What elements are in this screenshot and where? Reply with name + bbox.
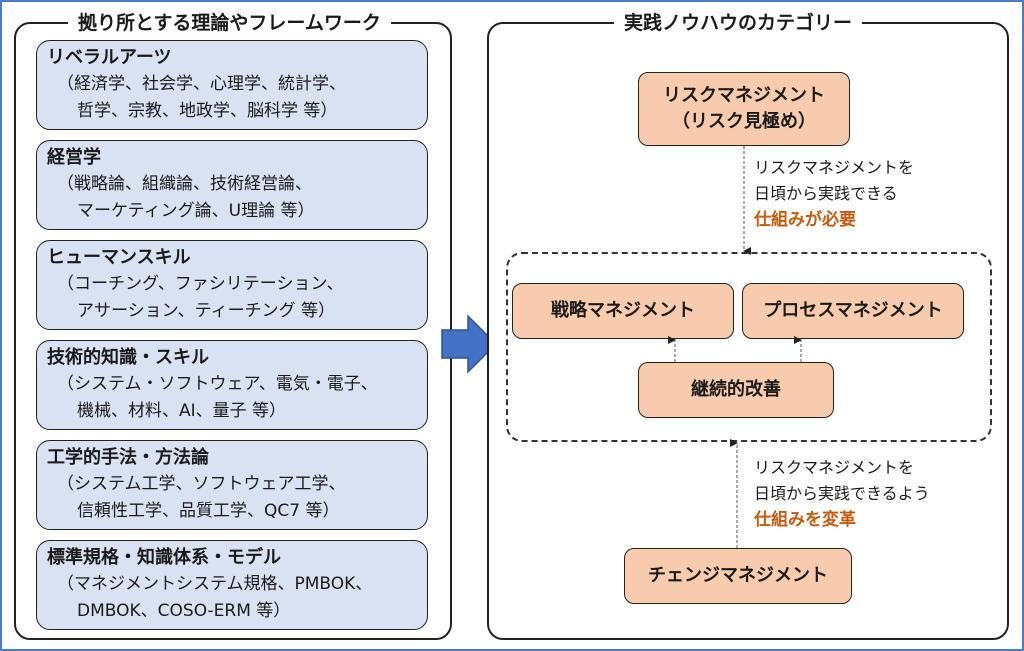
frameworks-panel: 拠り所とする理論やフレームワーク リベラルアーツ （経済学、社会学、心理学、統計… — [14, 10, 452, 640]
category-detail: （マネジメントシステム規格、PMBOK、 — [57, 574, 373, 594]
category-detail: 機械、材料、AI、量子 等） — [77, 401, 287, 421]
category-detail: （経済学、社会学、心理学、統計学、 — [57, 74, 346, 94]
note-top-accent: 仕組みが必要 — [754, 210, 856, 230]
category-management: 経営学 （戦略論、組織論、技術経営論、 マーケティング論、U理論 等） — [36, 140, 428, 230]
category-engineering-methods: 工学的手法・方法論 （システム工学、ソフトウェア工学、 信頼性工学、品質工学、Q… — [36, 440, 428, 530]
note-bottom-line2: 日頃から実践できるよう — [754, 484, 930, 503]
risk-management-label: リスクマネジメント — [663, 85, 825, 106]
risk-management-sublabel: （リスク見極め） — [672, 111, 816, 132]
category-detail: （コーチング、ファシリテーション、 — [57, 274, 344, 294]
category-title: 標準規格・知識体系・モデル — [47, 547, 281, 568]
risk-management-box: リスクマネジメント （リスク見極め） — [638, 72, 850, 146]
strategy-management-label: 戦略マネジメント — [551, 300, 695, 321]
category-title: 経営学 — [47, 147, 101, 168]
note-top: リスクマネジメントを 日頃から実践できる 仕組みが必要 — [754, 155, 914, 233]
category-detail: 哲学、宗教、地政学、脳科学 等） — [77, 101, 338, 121]
change-management-label: チェンジマネジメント — [648, 565, 828, 586]
category-detail: 信頼性工学、品質工学、QC7 等） — [77, 501, 340, 521]
note-bottom-accent: 仕組みを変革 — [754, 510, 856, 530]
frameworks-panel-title: 拠り所とする理論やフレームワーク — [68, 10, 391, 36]
category-detail: マーケティング論、U理論 等） — [77, 201, 315, 221]
category-title: ヒューマンスキル — [47, 247, 191, 268]
change-management-box: チェンジマネジメント — [624, 548, 852, 604]
note-top-line1: リスクマネジメントを — [754, 158, 915, 177]
category-human-skills: ヒューマンスキル （コーチング、ファシリテーション、 アサーション、ティーチング… — [36, 240, 428, 330]
category-liberal-arts: リベラルアーツ （経済学、社会学、心理学、統計学、 哲学、宗教、地政学、脳科学 … — [36, 40, 428, 130]
category-detail: （戦略論、組織論、技術経営論、 — [57, 174, 312, 194]
note-top-line2: 日頃から実践できる — [754, 184, 898, 203]
continuous-improvement-box: 継続的改善 — [638, 362, 834, 418]
category-detail: DMBOK、COSO-ERM 等） — [77, 601, 291, 621]
category-detail: （システム・ソフトウェア、電気・電子、 — [57, 374, 378, 394]
category-title: リベラルアーツ — [47, 47, 172, 68]
category-title: 技術的知識・スキル — [47, 347, 209, 368]
arrow-right-icon — [441, 314, 498, 374]
category-standards: 標準規格・知識体系・モデル （マネジメントシステム規格、PMBOK、 DMBOK… — [36, 540, 428, 630]
strategy-management-box: 戦略マネジメント — [512, 283, 734, 339]
note-bottom-line1: リスクマネジメントを — [754, 458, 915, 477]
category-detail: （システム工学、ソフトウェア工学、 — [57, 474, 346, 494]
continuous-improvement-label: 継続的改善 — [691, 379, 781, 400]
category-detail: アサーション、ティーチング 等） — [77, 301, 336, 321]
process-management-label: プロセスマネジメント — [763, 300, 943, 321]
category-title: 工学的手法・方法論 — [47, 447, 209, 468]
practice-categories-title: 実践ノウハウのカテゴリー — [614, 10, 863, 36]
note-bottom: リスクマネジメントを 日頃から実践できるよう 仕組みを変革 — [754, 455, 930, 533]
process-management-box: プロセスマネジメント — [742, 283, 964, 339]
category-technical-skills: 技術的知識・スキル （システム・ソフトウェア、電気・電子、 機械、材料、AI、量… — [36, 340, 428, 430]
